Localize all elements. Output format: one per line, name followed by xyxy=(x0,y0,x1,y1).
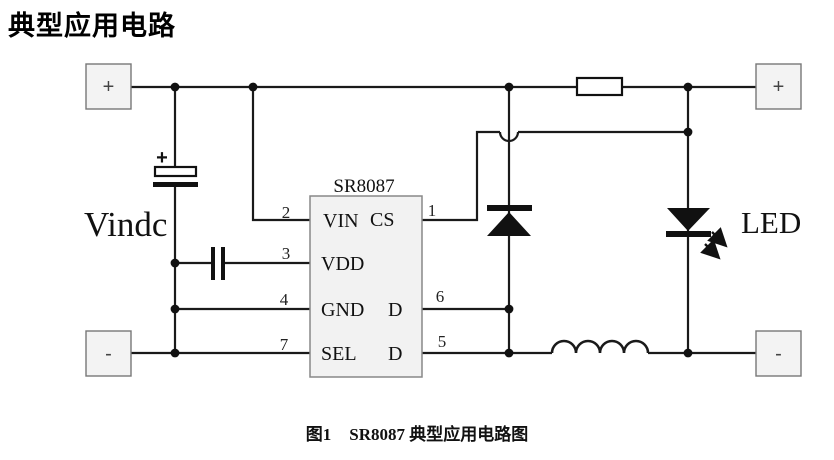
pin-number-1: 1 xyxy=(428,201,437,220)
inductor-icon xyxy=(550,339,650,354)
pin-numbers: 2 3 4 7 1 6 5 xyxy=(280,201,447,354)
terminal-minus-right-sign: - xyxy=(775,343,782,365)
pin-number-4: 4 xyxy=(280,290,289,309)
ic-part-number: SR8087 xyxy=(333,176,394,197)
ic-pin-label-vin: VIN xyxy=(323,210,359,232)
terminal-plus-right-sign: + xyxy=(773,76,785,98)
pin-number-6: 6 xyxy=(436,287,445,306)
terminal-plus-left-sign: + xyxy=(103,76,115,98)
input-voltage-label: Vindc xyxy=(84,205,167,244)
led-label: LED xyxy=(741,205,801,240)
wire-segments xyxy=(131,85,756,355)
terminal-negative-right: - xyxy=(755,330,802,377)
freewheel-diode-icon xyxy=(487,205,532,236)
figure-caption: 图1 SR8087 典型应用电路图 xyxy=(0,420,834,445)
ic-pin-label-d5: D xyxy=(388,343,402,365)
ic-pin-label-gnd: GND xyxy=(321,299,364,321)
terminals: + + - - xyxy=(85,63,802,377)
figure-number: 图1 xyxy=(305,425,332,444)
pin-number-5: 5 xyxy=(438,332,447,351)
led-icon xyxy=(666,208,728,260)
sense-resistor-icon xyxy=(575,76,624,97)
pin-number-2: 2 xyxy=(282,203,291,222)
capacitor-polarity-sign: + xyxy=(156,147,168,169)
page-title: 典型应用电路 xyxy=(8,11,176,41)
junction-dots xyxy=(170,82,693,358)
ic-pin-label-vdd: VDD xyxy=(321,253,364,275)
wires xyxy=(131,85,756,355)
led-light-arrows-icon xyxy=(700,227,728,260)
pin-number-7: 7 xyxy=(280,335,289,354)
input-capacitor-icon: + xyxy=(153,147,198,187)
wire-hop-arc xyxy=(498,131,520,143)
ic-sr8087: SR8087 VIN CS VDD GND D SEL D xyxy=(309,176,423,378)
pin-number-3: 3 xyxy=(282,244,291,263)
vdd-capacitor-icon xyxy=(211,247,225,280)
terminal-positive-right: + xyxy=(755,63,802,110)
terminal-negative-left: - xyxy=(85,330,132,377)
terminal-minus-left-sign: - xyxy=(105,343,112,365)
figure-title: SR8087 典型应用电路图 xyxy=(349,425,529,444)
ic-pin-label-d6: D xyxy=(388,299,402,321)
ic-pin-label-sel: SEL xyxy=(321,343,357,365)
ic-pin-label-cs: CS xyxy=(370,209,394,231)
circuit-diagram-icon: + + - - + xyxy=(84,63,802,378)
terminal-positive-left: + xyxy=(85,63,132,110)
